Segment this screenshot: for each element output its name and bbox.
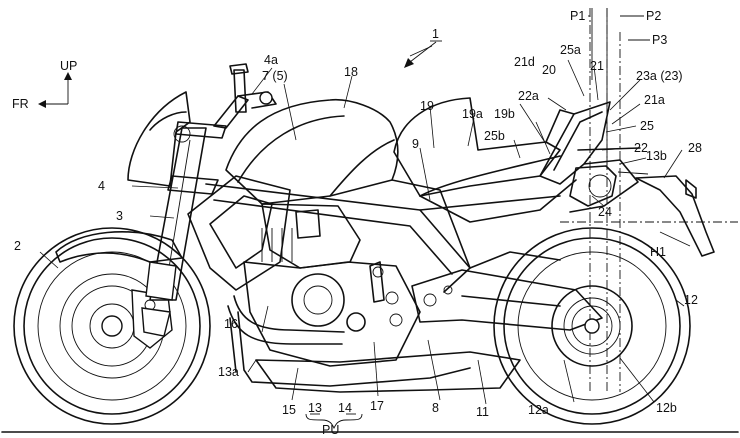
- label-figure-number: 1: [432, 27, 439, 41]
- radiator-shroud: [187, 175, 291, 291]
- tail-light: [569, 165, 617, 207]
- rear-wheel: [493, 227, 691, 425]
- pu-brace: [305, 413, 363, 430]
- engine: [243, 203, 421, 367]
- label-28: 28: [688, 141, 702, 155]
- fuel-tank: [225, 98, 399, 205]
- label-24: 24: [598, 205, 612, 219]
- label-14: 14: [338, 401, 352, 415]
- handlebar: [213, 63, 277, 129]
- label-19b: 19b: [494, 107, 515, 121]
- label-12a: 12a: [528, 403, 549, 417]
- label-8: 8: [432, 401, 439, 415]
- label-2: 2: [14, 239, 21, 253]
- label-21d: 21d: [514, 55, 535, 69]
- label-p2: P2: [646, 9, 661, 23]
- label-pu: PU: [322, 423, 339, 437]
- label-23a: 23a (23): [636, 69, 683, 83]
- seat: [393, 97, 577, 223]
- label-4a: 4a: [264, 53, 278, 67]
- label-p3: P3: [652, 33, 667, 47]
- label-12b: 12b: [656, 401, 677, 415]
- label-p1: P1: [570, 9, 585, 23]
- label-22: 22: [634, 141, 648, 155]
- rear-linkage: [469, 251, 561, 269]
- label-21: 21: [590, 59, 604, 73]
- shroud-inner: [209, 195, 273, 269]
- label-13: 13: [308, 401, 322, 415]
- label-7: 7 (5): [262, 69, 288, 83]
- label-15: 15: [282, 403, 296, 417]
- label-13a: 13a: [218, 365, 239, 379]
- exhaust-pipe: [227, 295, 471, 387]
- headlight-cowl: [127, 91, 191, 187]
- swingarm: [411, 269, 603, 331]
- label-11: 11: [476, 405, 489, 419]
- label-25b: 25b: [484, 129, 505, 143]
- license-bracket: [617, 171, 715, 257]
- label-13b: 13b: [646, 149, 667, 163]
- leader-lines: [39, 45, 691, 405]
- under-cowl: [255, 351, 521, 393]
- figure-reference-arrow: [404, 41, 437, 68]
- label-20: 20: [542, 63, 556, 77]
- label-17: 17: [370, 399, 384, 413]
- label-h1: H1: [650, 245, 666, 259]
- label-12-right: 12: [684, 293, 698, 307]
- label-9: 9: [412, 137, 419, 151]
- front-fork: [145, 121, 227, 301]
- label-up: UP: [60, 59, 77, 73]
- label-16: 16: [224, 317, 238, 331]
- label-4: 4: [98, 179, 105, 193]
- label-18: 18: [344, 65, 358, 79]
- label-22a: 22a: [518, 89, 539, 103]
- front-fender: [55, 231, 183, 263]
- label-21a: 21a: [644, 93, 665, 107]
- label-fr: FR: [12, 97, 29, 111]
- front-wheel: [13, 227, 211, 425]
- label-25: 25: [640, 119, 654, 133]
- label-3: 3: [116, 209, 123, 223]
- label-19: 19: [420, 99, 434, 113]
- label-19a: 19a: [462, 107, 483, 121]
- direction-indicator: [38, 72, 72, 108]
- label-25a: 25a: [560, 43, 581, 57]
